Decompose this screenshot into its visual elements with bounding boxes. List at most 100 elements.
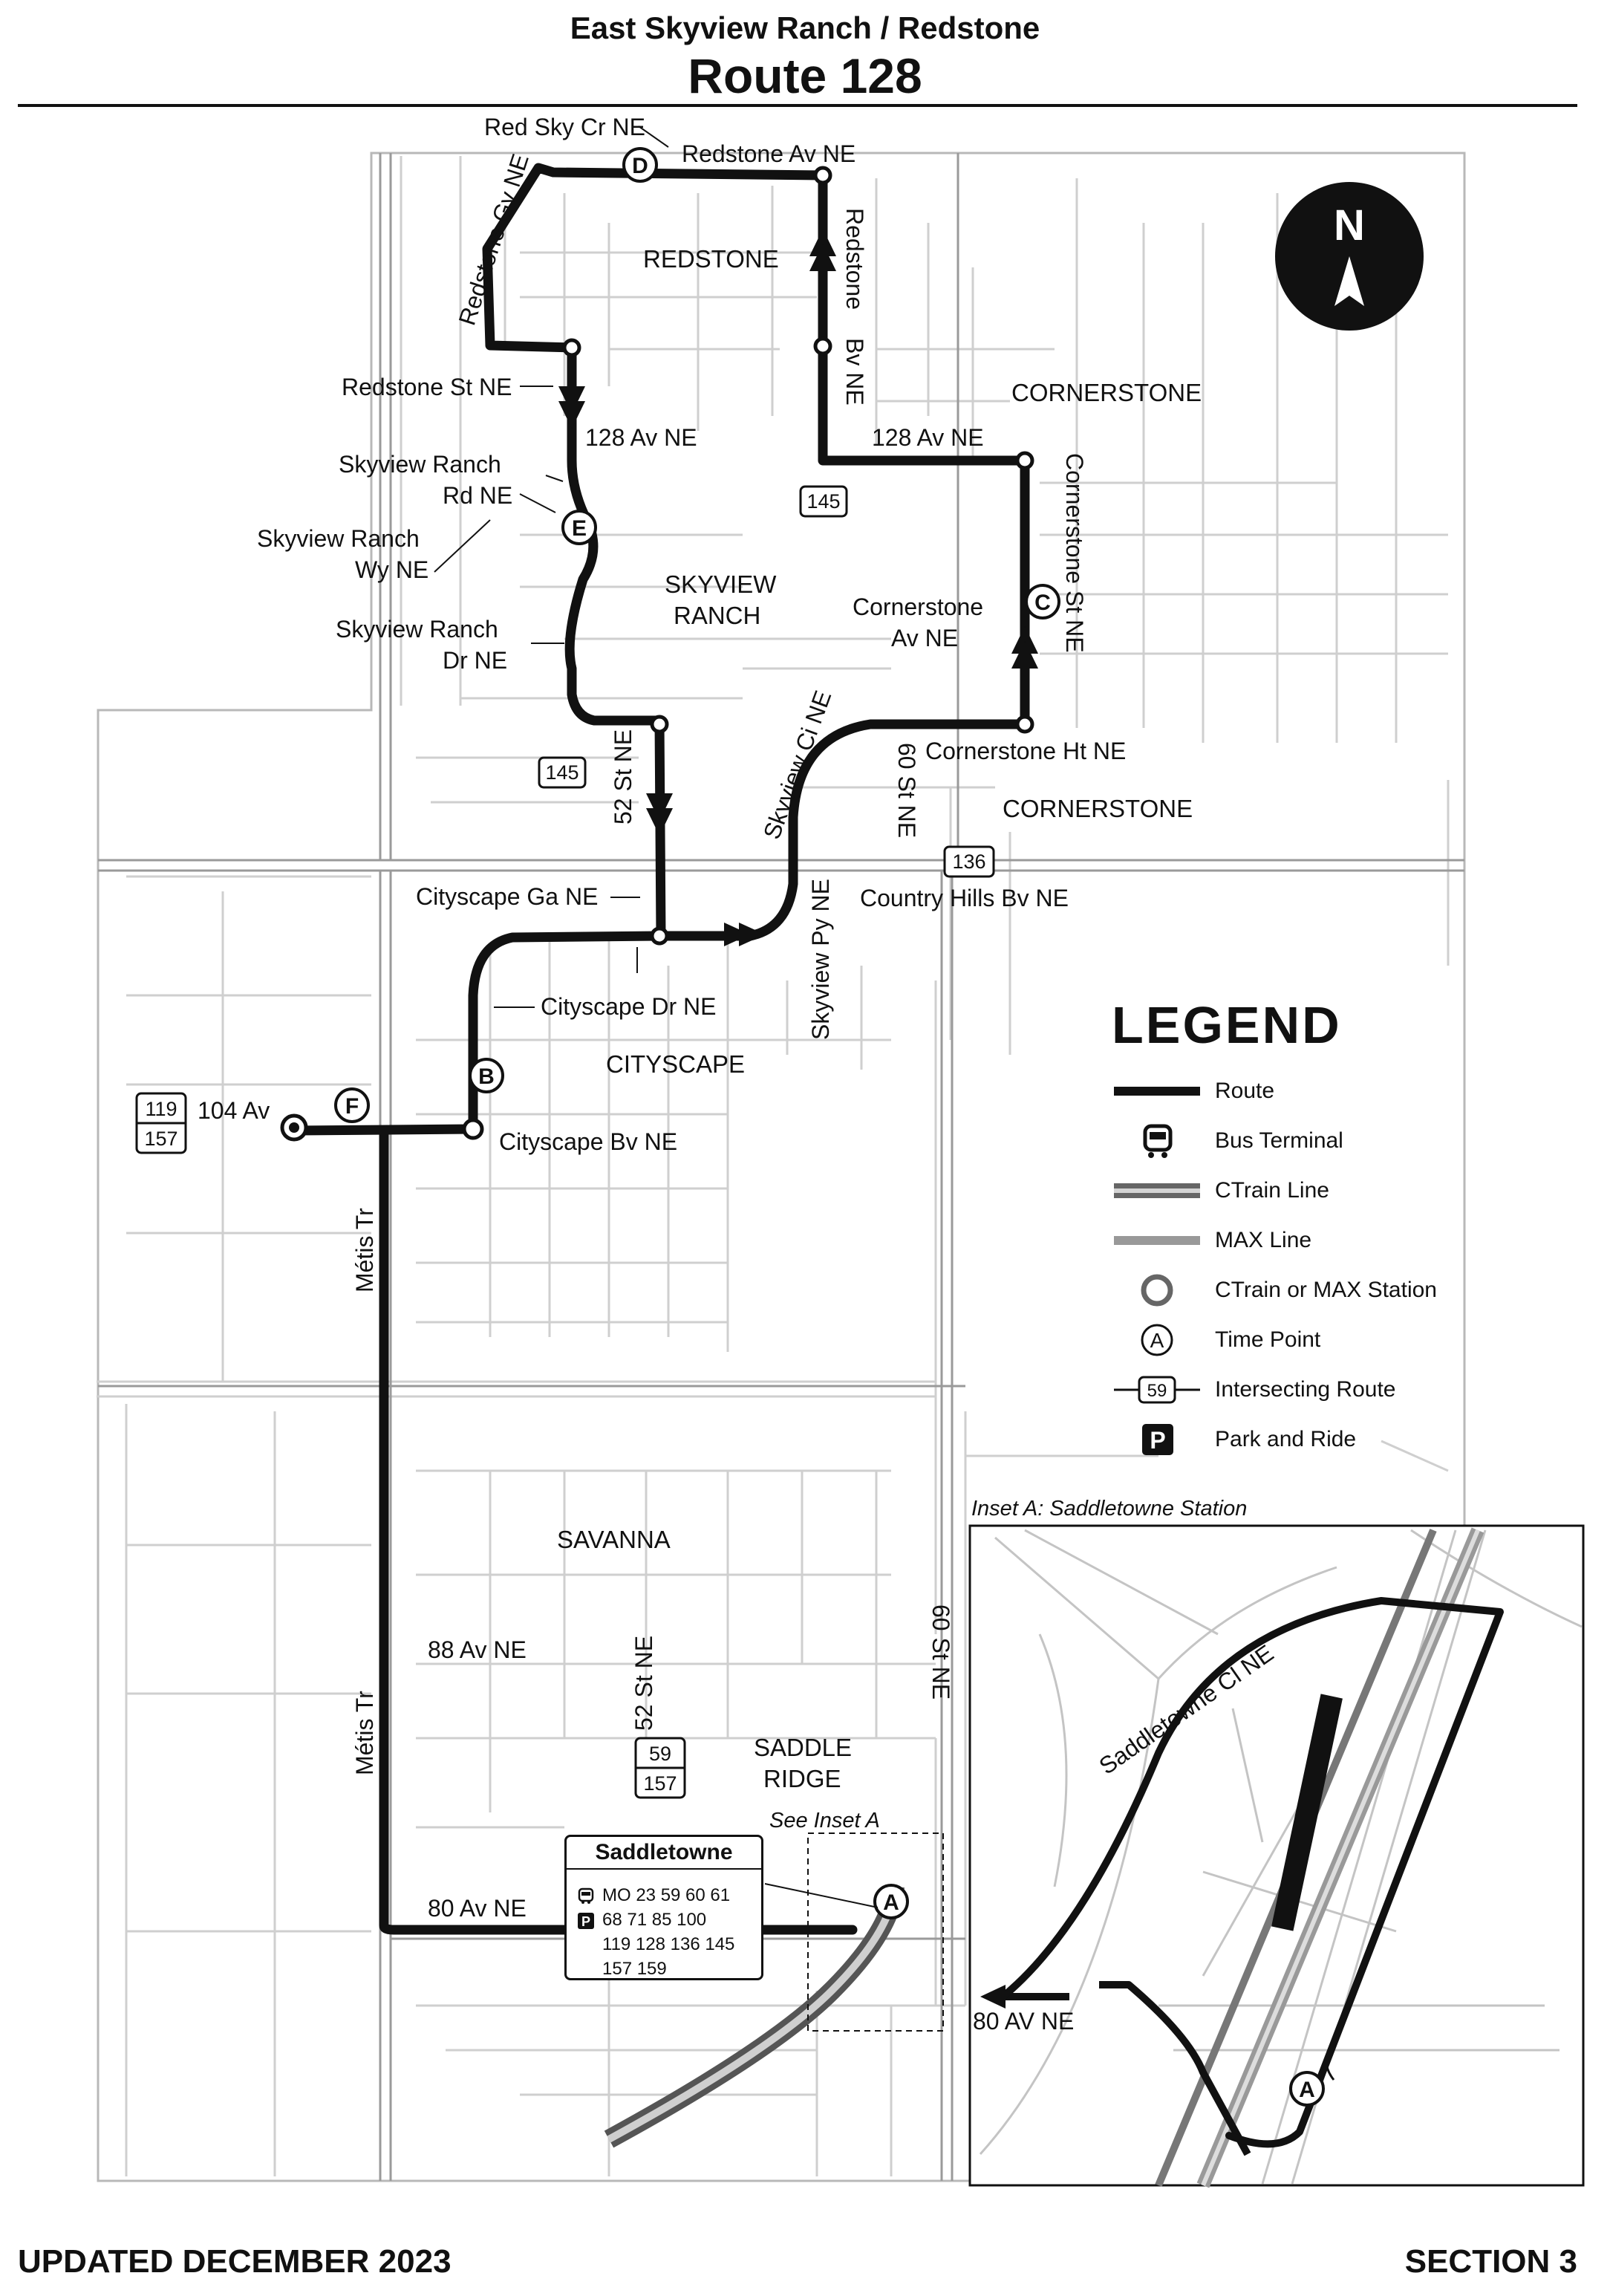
svg-text:CORNERSTONE: CORNERSTONE <box>1003 795 1193 822</box>
intersecting-route-59-157: 59 157 <box>634 1737 686 1799</box>
map-boundary <box>97 152 1466 2182</box>
street-88-av: 88 Av NE <box>428 1636 527 1663</box>
street-52-st-n: 52 St NE <box>610 729 636 825</box>
street-80-av: 80 Av NE <box>428 1895 527 1922</box>
street-skyview-rd-2: Rd NE <box>443 482 512 509</box>
street-cornerstone-st: Cornerstone St NE <box>1061 453 1088 653</box>
street-skyview-dr-1: Skyview Ranch <box>336 616 498 643</box>
svg-text:CITYSCAPE: CITYSCAPE <box>606 1050 745 1078</box>
intersecting-route-145-a: 145 <box>799 485 848 518</box>
terminal-pointer <box>764 1883 879 1908</box>
street-skyview-rd-1: Skyview Ranch <box>339 451 501 478</box>
svg-text:F: F <box>345 1094 359 1119</box>
street-skyview-dr-2: Dr NE <box>443 647 507 674</box>
svg-text:145: 145 <box>806 490 840 513</box>
legend-item-bus-terminal: Bus Terminal <box>1092 1118 1508 1168</box>
svg-text:136: 136 <box>952 851 985 873</box>
legend-item-intersecting-route: 59 Intersecting Route <box>1092 1367 1508 1417</box>
street-skyview-wy-1: Skyview Ranch <box>257 525 420 552</box>
svg-text:A: A <box>1150 1329 1164 1352</box>
time-point-b: B <box>469 1058 504 1093</box>
svg-text:157: 157 <box>643 1772 677 1795</box>
street-cornerstone-av-2: Av NE <box>891 625 958 651</box>
svg-text:D: D <box>632 154 648 178</box>
street-60-st-n: 60 St NE <box>893 743 920 838</box>
inset-reference-box <box>807 1832 944 2032</box>
intersecting-route-119-157: 119 157 <box>135 1092 187 1154</box>
legend: LEGEND Route Bus Terminal CTrain Line MA… <box>1092 995 1508 1466</box>
svg-text:CORNERSTONE: CORNERSTONE <box>1011 379 1202 406</box>
terminal-routes-row-3: 119 128 136 145 <box>602 1934 735 1954</box>
svg-text:RIDGE: RIDGE <box>763 1765 841 1792</box>
cityscape-bv-loop <box>462 1118 484 1140</box>
street-cityscape-ga: Cityscape Ga NE <box>416 883 598 910</box>
route-line-icon <box>1114 1087 1200 1096</box>
street-60-st-s: 60 St NE <box>928 1604 954 1700</box>
time-point-c: C <box>1025 584 1060 619</box>
updated-date: UPDATED DECEMBER 2023 <box>18 2243 452 2280</box>
max-line-icon <box>1114 1236 1200 1245</box>
street-128-av-e: 128 Av NE <box>872 424 984 451</box>
street-redstone-bv-2: Bv NE <box>841 338 868 406</box>
route-terminus-104-av <box>280 1113 308 1142</box>
street-cityscape-bv: Cityscape Bv NE <box>499 1128 677 1155</box>
street-metis-s: Métis Tr <box>351 1691 378 1775</box>
bus-icon <box>1143 1124 1173 1158</box>
inset-title: Inset A: Saddletowne Station <box>971 1497 1247 1521</box>
time-point-e: E <box>561 510 597 545</box>
svg-text:P: P <box>1150 1427 1165 1454</box>
inset-street-80-av: 80 AV NE <box>973 2008 1074 2035</box>
svg-text:RANCH: RANCH <box>674 602 760 629</box>
svg-text:REDSTONE: REDSTONE <box>643 245 779 273</box>
terminal-name: Saddletowne <box>567 1840 761 1870</box>
legend-item-ctrain-line: CTrain Line <box>1092 1168 1508 1217</box>
svg-text:59: 59 <box>1147 1381 1167 1401</box>
street-redstone-st: Redstone St NE <box>342 374 512 400</box>
street-redstone-bv-1: Redstone <box>841 208 868 310</box>
route-128-line <box>292 163 1030 1935</box>
svg-text:59: 59 <box>649 1743 671 1765</box>
time-point-d: D <box>622 147 658 183</box>
park-and-ride-icon: P <box>1142 1424 1173 1455</box>
see-inset-label: See Inset A <box>769 1809 880 1832</box>
street-network <box>97 156 1450 2176</box>
inset-map: 80 AV NE Saddletowne Cl NE A <box>968 1524 1585 2188</box>
svg-text:SAVANNA: SAVANNA <box>557 1526 671 1553</box>
legend-item-station: CTrain or MAX Station <box>1092 1267 1508 1317</box>
street-labels: Red Sky Cr NE Redstone Av NE Redstone Gv… <box>198 114 1126 1922</box>
svg-text:A: A <box>1299 2078 1315 2102</box>
svg-text:SADDLE: SADDLE <box>754 1734 852 1761</box>
svg-text:119: 119 <box>145 1098 177 1120</box>
map-title: Route 128 <box>688 48 922 103</box>
station-icon <box>1141 1274 1173 1307</box>
time-point-a: A <box>873 1884 909 1919</box>
time-point-icon: A <box>1141 1324 1173 1356</box>
svg-text:C: C <box>1034 591 1051 615</box>
legend-item-route: Route <box>1092 1068 1508 1118</box>
direction-arrows <box>558 229 1038 946</box>
ctrain-line-icon <box>1114 1183 1200 1198</box>
street-skyview-wy-2: Wy NE <box>355 556 428 583</box>
major-roads <box>98 153 1464 2181</box>
street-cornerstone-av-1: Cornerstone <box>853 593 983 620</box>
header-divider <box>18 104 1577 107</box>
svg-text:145: 145 <box>545 761 579 784</box>
street-128-av-w: 128 Av NE <box>585 424 697 451</box>
map-subtitle: East Skyview Ranch / Redstone <box>570 10 1040 45</box>
terminal-routes-row-4: 157 159 <box>602 1959 667 1979</box>
intersecting-route-136: 136 <box>943 845 995 878</box>
terminal-routes-row-2: P 68 71 85 100 <box>577 1908 763 1932</box>
street-red-sky-cr: Red Sky Cr NE <box>484 114 645 140</box>
street-cityscape-dr: Cityscape Dr NE <box>541 993 717 1020</box>
svg-text:N: N <box>1334 201 1365 250</box>
legend-item-max-line: MAX Line <box>1092 1217 1508 1267</box>
legend-item-park-and-ride: P Park and Ride <box>1092 1417 1508 1466</box>
route-stops <box>562 166 1034 946</box>
svg-text:SKYVIEW: SKYVIEW <box>665 570 777 598</box>
saddletowne-terminal-box: Saddletowne MO 23 59 60 61 P 68 71 85 10… <box>564 1835 763 1980</box>
svg-text:157: 157 <box>144 1128 177 1150</box>
svg-text:A: A <box>883 1890 899 1915</box>
street-104-av: 104 Av <box>198 1097 270 1124</box>
street-redstone-av: Redstone Av NE <box>682 140 855 167</box>
